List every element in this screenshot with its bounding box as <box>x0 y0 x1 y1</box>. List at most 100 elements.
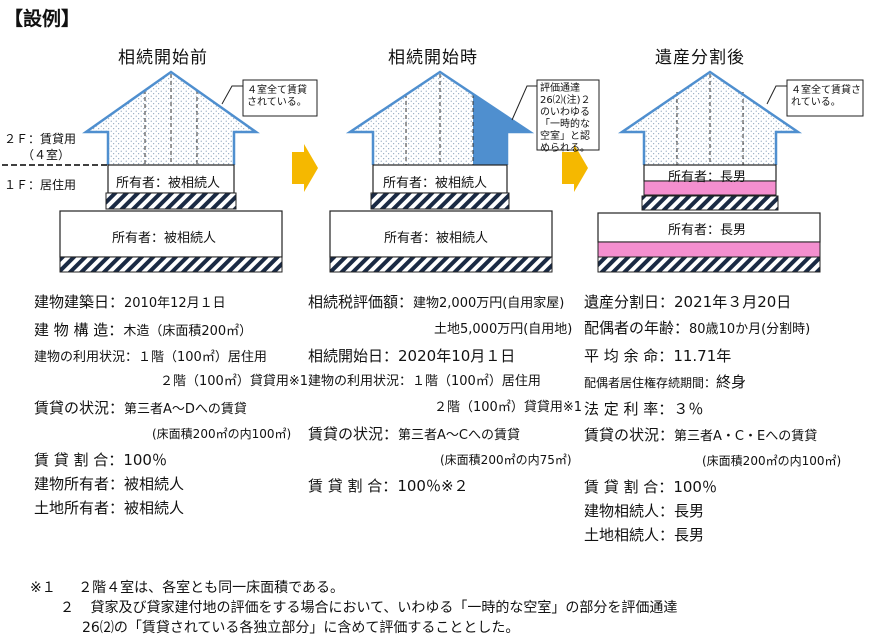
first-floor-box <box>372 164 508 194</box>
callout-leader <box>511 85 537 121</box>
footnote-mark: ２ <box>60 600 74 616</box>
roof-outline <box>345 70 535 165</box>
detail-value: １階（100㎡）居住用 <box>412 374 541 389</box>
callout-leader <box>221 85 243 105</box>
detail-value: (床面積200㎡の内75㎡) <box>440 453 572 467</box>
diagram-canvas <box>2 70 864 273</box>
detail-label: 賃貸の状況： <box>584 426 675 444</box>
detail-value: 第三者A～Cへの賃貸 <box>398 428 520 443</box>
building-foundation <box>105 192 237 210</box>
callout-box <box>536 79 600 151</box>
footnote-1: ※１ ２階４室は、各室とも同一床面積である。 <box>30 578 344 598</box>
footnote-text: ２階４室は、各室とも同一床面積である。 <box>78 580 345 596</box>
detail-value: (床面積200㎡の内100㎡) <box>152 427 292 441</box>
callout-text-at-inheritance: 評価通達26⑵(注)２のいわゆる「一時的な空室」と認められる。 <box>540 83 591 154</box>
detail-value: 第三者A～Dへの賃貸 <box>124 402 247 417</box>
vacant-room <box>473 94 530 165</box>
detail-label: 相続開始日： <box>308 347 399 365</box>
spouse-residence-right-band <box>643 180 777 196</box>
detail-label: 配偶者の年齢： <box>584 319 690 337</box>
detail-label: 賃 貸 割 合： <box>34 451 124 469</box>
detail-value: 終身 <box>716 373 747 391</box>
detail-value: ２階（100㎡）貸貸用※1 <box>160 374 308 389</box>
callout-leader <box>766 85 787 105</box>
detail-label: 建物所有者： <box>34 475 125 493</box>
house-after-division <box>597 70 864 273</box>
land-owner-after-division: 所有者：長男 <box>668 223 747 238</box>
arrow-right-icon <box>562 144 588 192</box>
detail-label: 配偶者居住権存続期間： <box>584 376 717 390</box>
detail-value: 11.71年 <box>673 347 732 365</box>
detail-value: 建物2,000万円(自用家屋) <box>413 296 565 311</box>
footnote-mark: ※１ <box>30 580 56 596</box>
detail-value: ３％ <box>673 400 704 418</box>
detail-label: 相続税評価額： <box>308 293 414 311</box>
detail-label: 土地相続人： <box>584 526 675 544</box>
detail-label: 建 物 構 造： <box>34 321 124 339</box>
detail-value: 100％※２ <box>397 477 469 495</box>
land-ground <box>59 256 283 273</box>
building-owner-at-inheritance: 所有者：被相続人 <box>383 176 488 191</box>
callout-box <box>786 79 864 117</box>
floor2-label: ２Ｆ：賃貸用 <box>4 132 77 146</box>
detail-value: 被相続人 <box>124 499 185 517</box>
detail-value: 長男 <box>674 502 705 520</box>
house-before <box>2 70 318 273</box>
stage-title-at-inheritance: 相続開始時 <box>388 48 478 68</box>
detail-value: 長男 <box>674 526 705 544</box>
roof-outline <box>82 70 260 165</box>
detail-value: ２階（100㎡）貸貸用※1 <box>434 400 582 415</box>
land-box <box>597 212 821 243</box>
building-foundation <box>641 195 779 211</box>
detail-value: 100％ <box>123 451 167 469</box>
floor2-room-count: （４室） <box>22 148 71 162</box>
callout-text-after-division: ４室全て賃貸されている。 <box>791 85 861 108</box>
detail-value: 2010年12月１日 <box>124 296 226 311</box>
detail-label: 賃 貸 割 合： <box>584 478 674 496</box>
details-after-division: 遺産分割日：2021年３月20日 配偶者の年齢：80歳10か月(分割時) 平 均… <box>584 292 841 545</box>
stage-title-before: 相続開始前 <box>118 48 208 68</box>
detail-value: (床面積200㎡の内100㎡) <box>702 454 842 468</box>
land-ground <box>329 256 553 273</box>
detail-value: 被相続人 <box>124 475 185 493</box>
arrow-right-icon <box>292 144 318 192</box>
detail-label: 賃貸の状況： <box>34 399 125 417</box>
footnote-2-continued: 26⑵の「賃貸されている各独立部分」に含めて評価することとした。 <box>82 620 520 636</box>
land-box <box>329 210 553 258</box>
detail-value: 第三者A・C・Eへの賃貸 <box>674 429 818 444</box>
detail-value: １階（100㎡）居住用 <box>138 350 267 365</box>
detail-label: 土地所有者： <box>34 499 125 517</box>
callout-text-before: ４室全て賃貸されている。 <box>247 85 307 108</box>
footnote-2: ２ 貸家及び貸家建付地の評価をする場合において、いわゆる「一時的な空室」の部分を… <box>60 598 677 618</box>
detail-value: 2021年３月20日 <box>674 293 792 311</box>
detail-label: 平 均 余 命： <box>584 347 674 365</box>
details-before: 建物建築日：2010年12月１日 建 物 構 造：木造（床面積200㎡） 建物の… <box>34 292 308 518</box>
land-owner-at-inheritance: 所有者：被相続人 <box>384 231 489 246</box>
detail-label: 賃貸の状況： <box>308 425 399 443</box>
detail-label: 建物の利用状況： <box>308 374 413 389</box>
land-owner-before: 所有者：被相続人 <box>112 231 217 246</box>
roof-outline <box>617 70 803 165</box>
callout-box <box>242 79 318 117</box>
detail-value: 2020年10月１日 <box>398 347 516 365</box>
land-box <box>59 210 283 258</box>
detail-label: 遺産分割日： <box>584 293 675 311</box>
spouse-land-right-band <box>597 241 821 258</box>
house-at-inheritance <box>329 70 600 273</box>
detail-value: 土地5,000万円(自用地) <box>434 322 573 337</box>
detail-value: 80歳10か月(分割時) <box>689 322 811 337</box>
detail-label: 建物建築日： <box>34 293 125 311</box>
details-at-inheritance: 相続税評価額：建物2,000万円(自用家屋) 土地5,000万円(自用地) 相続… <box>308 292 582 496</box>
footnote-text: 貸家及び貸家建付地の評価をする場合において、いわゆる「一時的な空室」の部分を評価… <box>90 600 678 616</box>
first-floor-box <box>107 164 235 194</box>
land-ground <box>597 256 821 273</box>
detail-label: 賃 貸 割 合： <box>308 477 398 495</box>
detail-value: 100％ <box>673 478 717 496</box>
stage-title-after-division: 遺産分割後 <box>655 48 745 68</box>
detail-label: 法 定 利 率： <box>584 400 674 418</box>
page-title: 【設例】 <box>4 8 81 30</box>
building-owner-after-division: 所有者：長男 <box>668 170 747 185</box>
detail-label: 建物相続人： <box>584 502 675 520</box>
detail-value: 木造（床面積200㎡） <box>123 324 253 339</box>
floor1-label: １Ｆ：居住用 <box>4 178 77 192</box>
